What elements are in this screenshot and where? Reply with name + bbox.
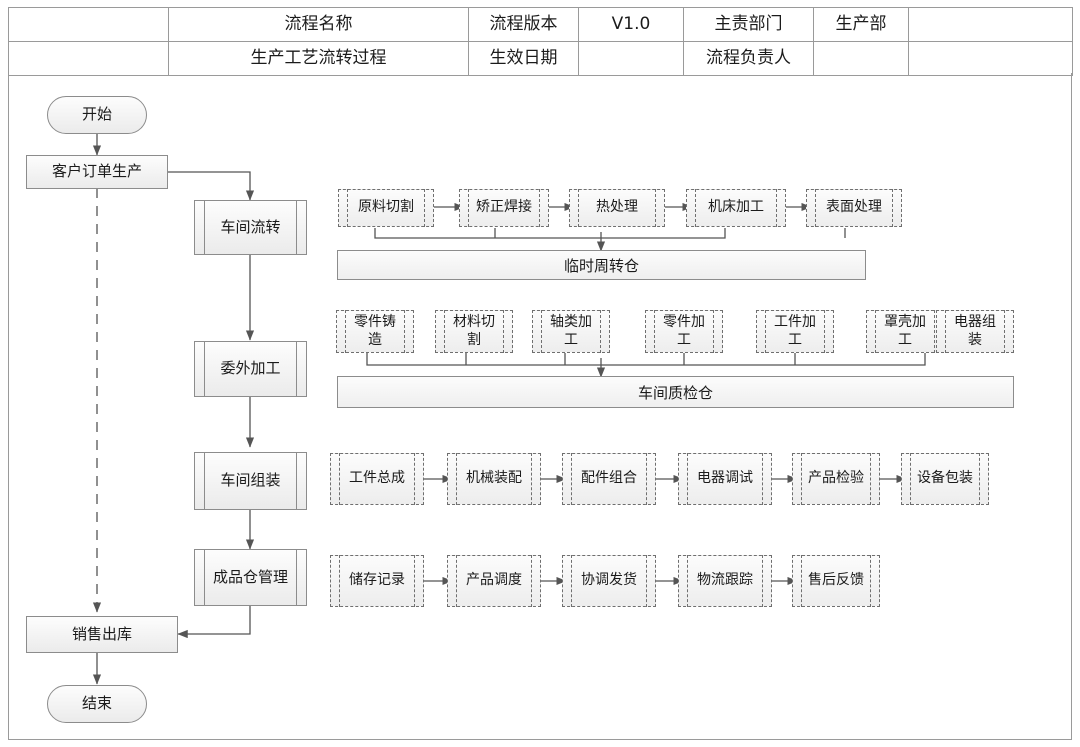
row3-step-5[interactable]: 设备包装 — [901, 453, 989, 505]
node-start[interactable]: 开始 — [47, 96, 147, 134]
stage-workshop-transfer[interactable]: 车间流转 — [194, 200, 307, 255]
row1-step-4[interactable]: 表面处理 — [806, 189, 902, 227]
row3-step-3-label: 电器调试 — [697, 470, 753, 487]
header-cell-blank-left-2 — [8, 41, 169, 76]
node-customer-order[interactable]: 客户订单生产 — [26, 155, 168, 189]
stage-finished-goods-warehouse[interactable]: 成品仓管理 — [194, 549, 307, 606]
row2-step-0[interactable]: 零件铸 造 — [336, 310, 414, 353]
header-cell-blank-right — [908, 7, 1073, 42]
row1-step-0-label: 原料切割 — [358, 199, 414, 216]
row2-step-1[interactable]: 材料切 割 — [435, 310, 513, 353]
header-cell-effective-date-label: 生效日期 — [468, 41, 579, 76]
row2-step-5[interactable]: 罩壳加 工 — [866, 310, 944, 353]
row2-step-2-label: 轴类加 工 — [550, 314, 592, 348]
row4-step-2-label: 协调发货 — [581, 572, 637, 589]
row2-step-2[interactable]: 轴类加 工 — [532, 310, 610, 353]
diagram-frame — [8, 73, 1072, 740]
header-cell-process-owner-label: 流程负责人 — [683, 41, 814, 76]
header-cell-owner-dept-value: 生产部 — [813, 7, 909, 42]
row4-step-1-label: 产品调度 — [466, 572, 522, 589]
row1-step-2[interactable]: 热处理 — [569, 189, 665, 227]
row3-step-0[interactable]: 工件总成 — [330, 453, 424, 505]
row4-step-0[interactable]: 储存记录 — [330, 555, 424, 607]
row1-step-1-label: 矫正焊接 — [476, 199, 532, 216]
header-row-2: 生产工艺流转过程 生效日期 流程负责人 — [8, 41, 1073, 76]
row2-step-3[interactable]: 零件加 工 — [645, 310, 723, 353]
header-cell-process-name-value: 生产工艺流转过程 — [168, 41, 469, 76]
row2-step-5-label: 罩壳加 工 — [884, 314, 926, 348]
row1-step-0[interactable]: 原料切割 — [338, 189, 434, 227]
row4-step-3[interactable]: 物流跟踪 — [678, 555, 772, 607]
stage-finished-goods-warehouse-label: 成品仓管理 — [212, 567, 288, 586]
row2-step-6[interactable]: 电器组 装 — [936, 310, 1014, 353]
node-start-label: 开始 — [81, 105, 112, 124]
node-customer-order-label: 客户订单生产 — [51, 162, 142, 181]
row2-step-4[interactable]: 工件加 工 — [756, 310, 834, 353]
node-end-label: 结束 — [81, 694, 112, 713]
row2-store-label: 车间质检仓 — [637, 383, 713, 402]
header-cell-process-version-label: 流程版本 — [468, 7, 579, 42]
header-cell-process-version-value: V1.0 — [578, 7, 684, 42]
header-cell-blank-right-2 — [908, 41, 1073, 76]
process-header-table: 流程名称 流程版本 V1.0 主责部门 生产部 生产工艺流转过程 生效日期 流程… — [8, 7, 1073, 76]
row1-store-temporary-turnover[interactable]: 临时周转仓 — [337, 250, 866, 280]
row2-step-1-label: 材料切 割 — [453, 314, 495, 348]
row4-step-4-label: 售后反馈 — [808, 572, 864, 589]
row1-step-2-label: 热处理 — [596, 199, 638, 216]
row1-step-1[interactable]: 矫正焊接 — [459, 189, 549, 227]
row4-step-0-label: 储存记录 — [349, 572, 405, 589]
header-cell-process-name-label: 流程名称 — [168, 7, 469, 42]
row3-step-4-label: 产品检验 — [808, 470, 864, 487]
row4-step-4[interactable]: 售后反馈 — [792, 555, 880, 607]
row1-step-3[interactable]: 机床加工 — [686, 189, 786, 227]
row1-step-4-label: 表面处理 — [826, 199, 882, 216]
row2-step-4-label: 工件加 工 — [774, 314, 816, 348]
row4-step-2[interactable]: 协调发货 — [562, 555, 656, 607]
row2-store-workshop-qc[interactable]: 车间质检仓 — [337, 376, 1014, 408]
row1-store-label: 临时周转仓 — [563, 256, 639, 275]
row3-step-1-label: 机械装配 — [466, 470, 522, 487]
row3-step-2-label: 配件组合 — [581, 470, 637, 487]
header-cell-process-owner-value — [813, 41, 909, 76]
node-sales-outbound-label: 销售出库 — [71, 624, 132, 643]
row4-step-1[interactable]: 产品调度 — [447, 555, 541, 607]
node-sales-outbound[interactable]: 销售出库 — [26, 616, 178, 653]
row2-step-0-label: 零件铸 造 — [354, 314, 396, 348]
stage-workshop-transfer-label: 车间流转 — [220, 217, 281, 236]
row4-step-3-label: 物流跟踪 — [697, 572, 753, 589]
row3-step-1[interactable]: 机械装配 — [447, 453, 541, 505]
row3-step-3[interactable]: 电器调试 — [678, 453, 772, 505]
row1-step-3-label: 机床加工 — [708, 199, 764, 216]
row2-step-6-label: 电器组 装 — [954, 314, 996, 348]
row3-step-5-label: 设备包装 — [917, 470, 973, 487]
row3-step-4[interactable]: 产品检验 — [792, 453, 880, 505]
row3-step-2[interactable]: 配件组合 — [562, 453, 656, 505]
row3-step-0-label: 工件总成 — [349, 470, 405, 487]
header-cell-owner-dept-label: 主责部门 — [683, 7, 814, 42]
row2-step-3-label: 零件加 工 — [663, 314, 705, 348]
header-cell-effective-date-value — [578, 41, 684, 76]
node-end[interactable]: 结束 — [47, 685, 147, 723]
stage-outsourced-processing-label: 委外加工 — [220, 359, 281, 378]
header-row-1: 流程名称 流程版本 V1.0 主责部门 生产部 — [8, 7, 1073, 42]
stage-workshop-assembly-label: 车间组装 — [220, 471, 281, 490]
stage-workshop-assembly[interactable]: 车间组装 — [194, 452, 307, 510]
header-cell-blank-left — [8, 7, 169, 42]
stage-outsourced-processing[interactable]: 委外加工 — [194, 341, 307, 397]
